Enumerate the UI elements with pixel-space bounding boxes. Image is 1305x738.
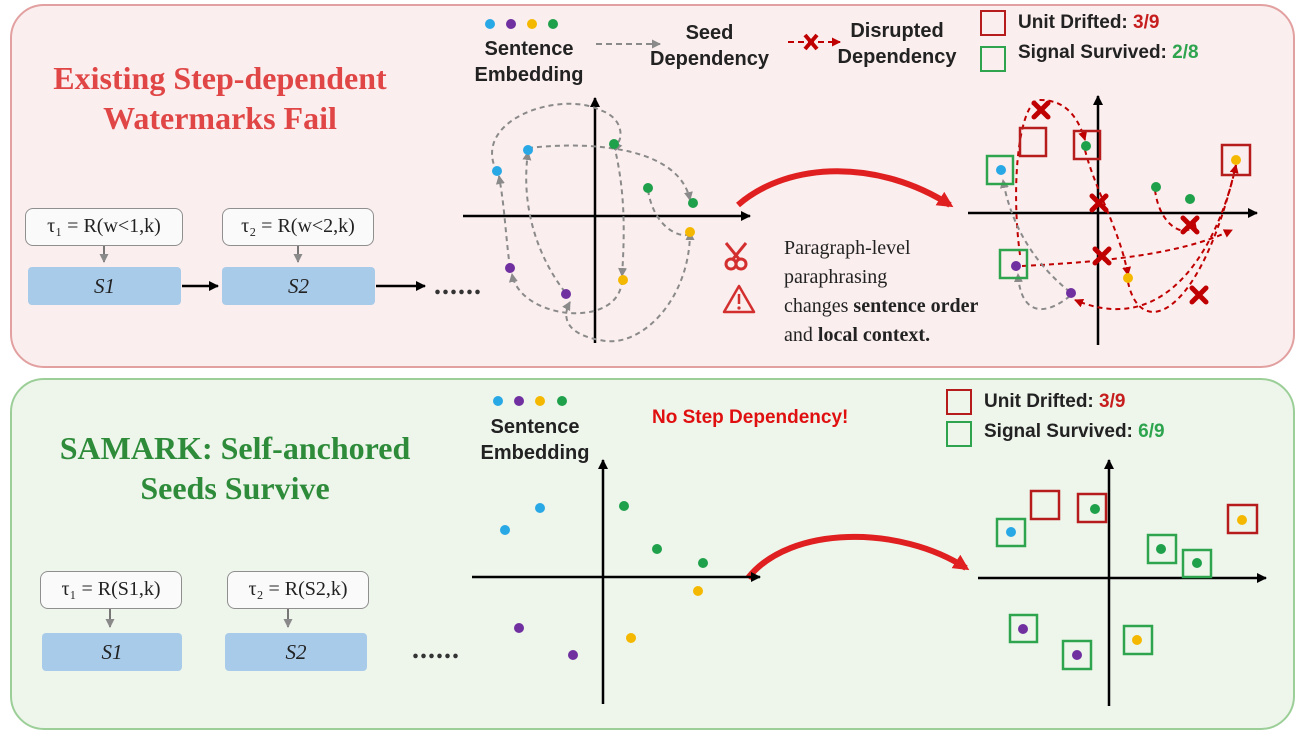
no-step-dependency-label: No Step Dependency! <box>652 407 849 428</box>
legend-unit-drifted-box <box>980 10 1006 36</box>
bottom-unit-drifted-value: 3/9 <box>1099 391 1126 412</box>
ellipsis: ...... <box>434 270 482 301</box>
transform-arrow-icon <box>736 168 954 208</box>
tau1-box: τ₁ = R(w<1,k) <box>25 208 183 246</box>
top-panel-title: Existing Step-dependent Watermarks Fail <box>20 58 420 138</box>
warning-icon <box>722 284 756 314</box>
note-line4-bold: local context. <box>817 324 931 346</box>
bottom-title-line2: Seeds Survive <box>140 470 330 506</box>
legend-signal-survived: Signal Survived: 2/8 <box>1018 42 1199 64</box>
cross-mark-icon <box>1031 100 1209 305</box>
bottom-step-s2-box: S2 <box>225 633 367 671</box>
bottom-legend-unit-drifted-box <box>946 389 972 415</box>
top-right-plot <box>968 95 1258 345</box>
bottom-tau1-box: τ₁ = R(S1,k) <box>40 571 182 609</box>
legend-embedding-dots <box>485 19 558 29</box>
bottom-legend-signal-survived: Signal Survived: 6/9 <box>984 421 1165 443</box>
bottom-ellipsis: ...... <box>412 634 460 665</box>
note-line4-pre: and <box>784 324 818 346</box>
legend-seed-line2: Dependency <box>650 48 769 70</box>
bottom-legend-unit-drifted: Unit Drifted: 3/9 <box>984 391 1125 413</box>
bottom-tau2-box: τ₂ = R(S2,k) <box>227 571 369 609</box>
note-line1: Paragraph-level <box>784 237 911 259</box>
bottom-left-plot <box>472 459 761 704</box>
bottom-legend-signal-survived-box <box>946 421 972 447</box>
bottom-legend-embedding-dots <box>493 396 567 406</box>
note-line2: paraphrasing <box>784 266 888 288</box>
bottom-legend-sentence-line2: Embedding <box>480 442 590 464</box>
paraphrasing-note: Paragraph-level paraphrasing changes sen… <box>784 234 978 350</box>
step-s1-box: S1 <box>28 267 181 305</box>
legend-sentence-line2: Embedding <box>474 64 584 86</box>
legend-seed-line1: Seed <box>685 22 734 44</box>
note-line3: changes sentence order <box>784 292 978 321</box>
step-s2-box: S2 <box>222 267 375 305</box>
signal-survived-label: Signal Survived: <box>1018 42 1173 63</box>
note-line3-pre: changes <box>784 295 854 317</box>
top-title-line1: Existing Step-dependent <box>53 60 387 96</box>
legend-disrupted-line2: Dependency <box>837 46 957 68</box>
legend-disrupted-line1: Disrupted <box>850 20 944 42</box>
bottom-transform-arrow-icon <box>745 533 970 580</box>
bottom-right-plot <box>978 459 1267 706</box>
bottom-signal-survived-value: 6/9 <box>1138 421 1165 442</box>
legend-signal-survived-box <box>980 46 1006 72</box>
tau2-box: τ₂ = R(w<2,k) <box>222 208 374 246</box>
bottom-legend-sentence-line1: Sentence <box>490 416 580 438</box>
bottom-title-line1: SAMARK: Self-anchored <box>59 430 411 466</box>
unit-drifted-value: 3/9 <box>1133 12 1160 33</box>
legend-seed-dependency: Seed Dependency <box>632 20 787 72</box>
legend-unit-drifted: Unit Drifted: 3/9 <box>1018 12 1159 34</box>
top-title-line2: Watermarks Fail <box>103 100 337 136</box>
unit-drifted-label: Unit Drifted: <box>1018 12 1134 33</box>
legend-sentence-embedding: Sentence Embedding <box>464 36 594 88</box>
legend-disrupted-arrow-icon <box>788 33 841 51</box>
bottom-panel-title: SAMARK: Self-anchored Seeds Survive <box>20 428 450 508</box>
note-line4: and local context. <box>784 321 978 350</box>
top-left-plot <box>463 97 751 343</box>
bottom-panel <box>10 378 1295 730</box>
bottom-legend-sentence-embedding: Sentence Embedding <box>470 414 600 466</box>
legend-disrupted-dependency: Disrupted Dependency <box>822 18 972 70</box>
bottom-step-s1-box: S1 <box>42 633 182 671</box>
signal-survived-value: 2/8 <box>1172 42 1199 63</box>
legend-sentence-line1: Sentence <box>484 38 574 60</box>
bottom-signal-survived-label: Signal Survived: <box>984 421 1139 442</box>
arrow-down-icon <box>99 246 303 628</box>
note-line3-bold: sentence order <box>853 295 979 317</box>
scissors-icon <box>724 242 748 271</box>
bottom-unit-drifted-label: Unit Drifted: <box>984 391 1100 412</box>
